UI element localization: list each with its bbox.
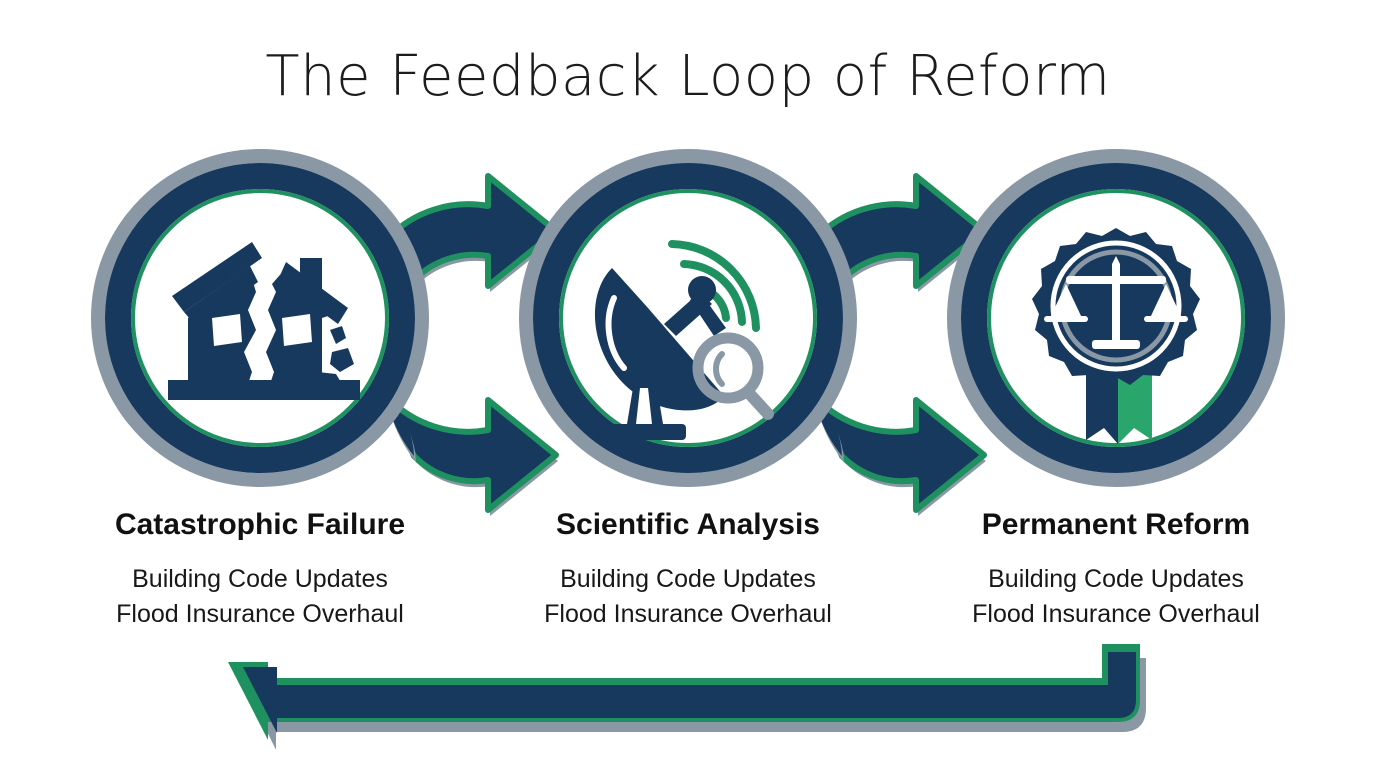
stage-label-permanent-reform: Permanent Reform xyxy=(981,508,1251,541)
stage-sub-line: Building Code Updates xyxy=(132,565,388,593)
stage-sub-line: Flood Insurance Overhaul xyxy=(116,600,404,628)
feedback-loop-arrow xyxy=(228,644,1146,750)
stage-label-catastrophic-failure: Catastrophic Failure xyxy=(114,508,406,541)
page-title: The Feedback Loop of Reform xyxy=(265,44,1111,109)
stage-label-scientific-analysis: Scientific Analysis xyxy=(556,508,820,541)
stage-sub-line: Flood Insurance Overhaul xyxy=(544,600,832,628)
stage-circle-scientific-analysis[interactable] xyxy=(519,149,857,487)
stage-sub-scientific-analysis: Building Code Updates Flood Insurance Ov… xyxy=(488,562,888,632)
stage-sub-line: Building Code Updates xyxy=(560,565,816,593)
damaged-house-icon xyxy=(168,242,360,400)
stage-circle-permanent-reform[interactable] xyxy=(947,149,1285,487)
satellite-dish-magnifier-icon xyxy=(594,240,774,440)
stage-sub-line: Building Code Updates xyxy=(988,565,1244,593)
stage-circle-catastrophic-failure[interactable] xyxy=(91,149,429,487)
justice-scales-award-seal-icon xyxy=(1032,228,1200,444)
stage-sub-line: Flood Insurance Overhaul xyxy=(972,600,1260,628)
stage-sub-permanent-reform: Building Code Updates Flood Insurance Ov… xyxy=(916,562,1316,632)
stage-sub-catastrophic-failure: Building Code Updates Flood Insurance Ov… xyxy=(60,562,460,632)
house-windows xyxy=(212,314,312,346)
